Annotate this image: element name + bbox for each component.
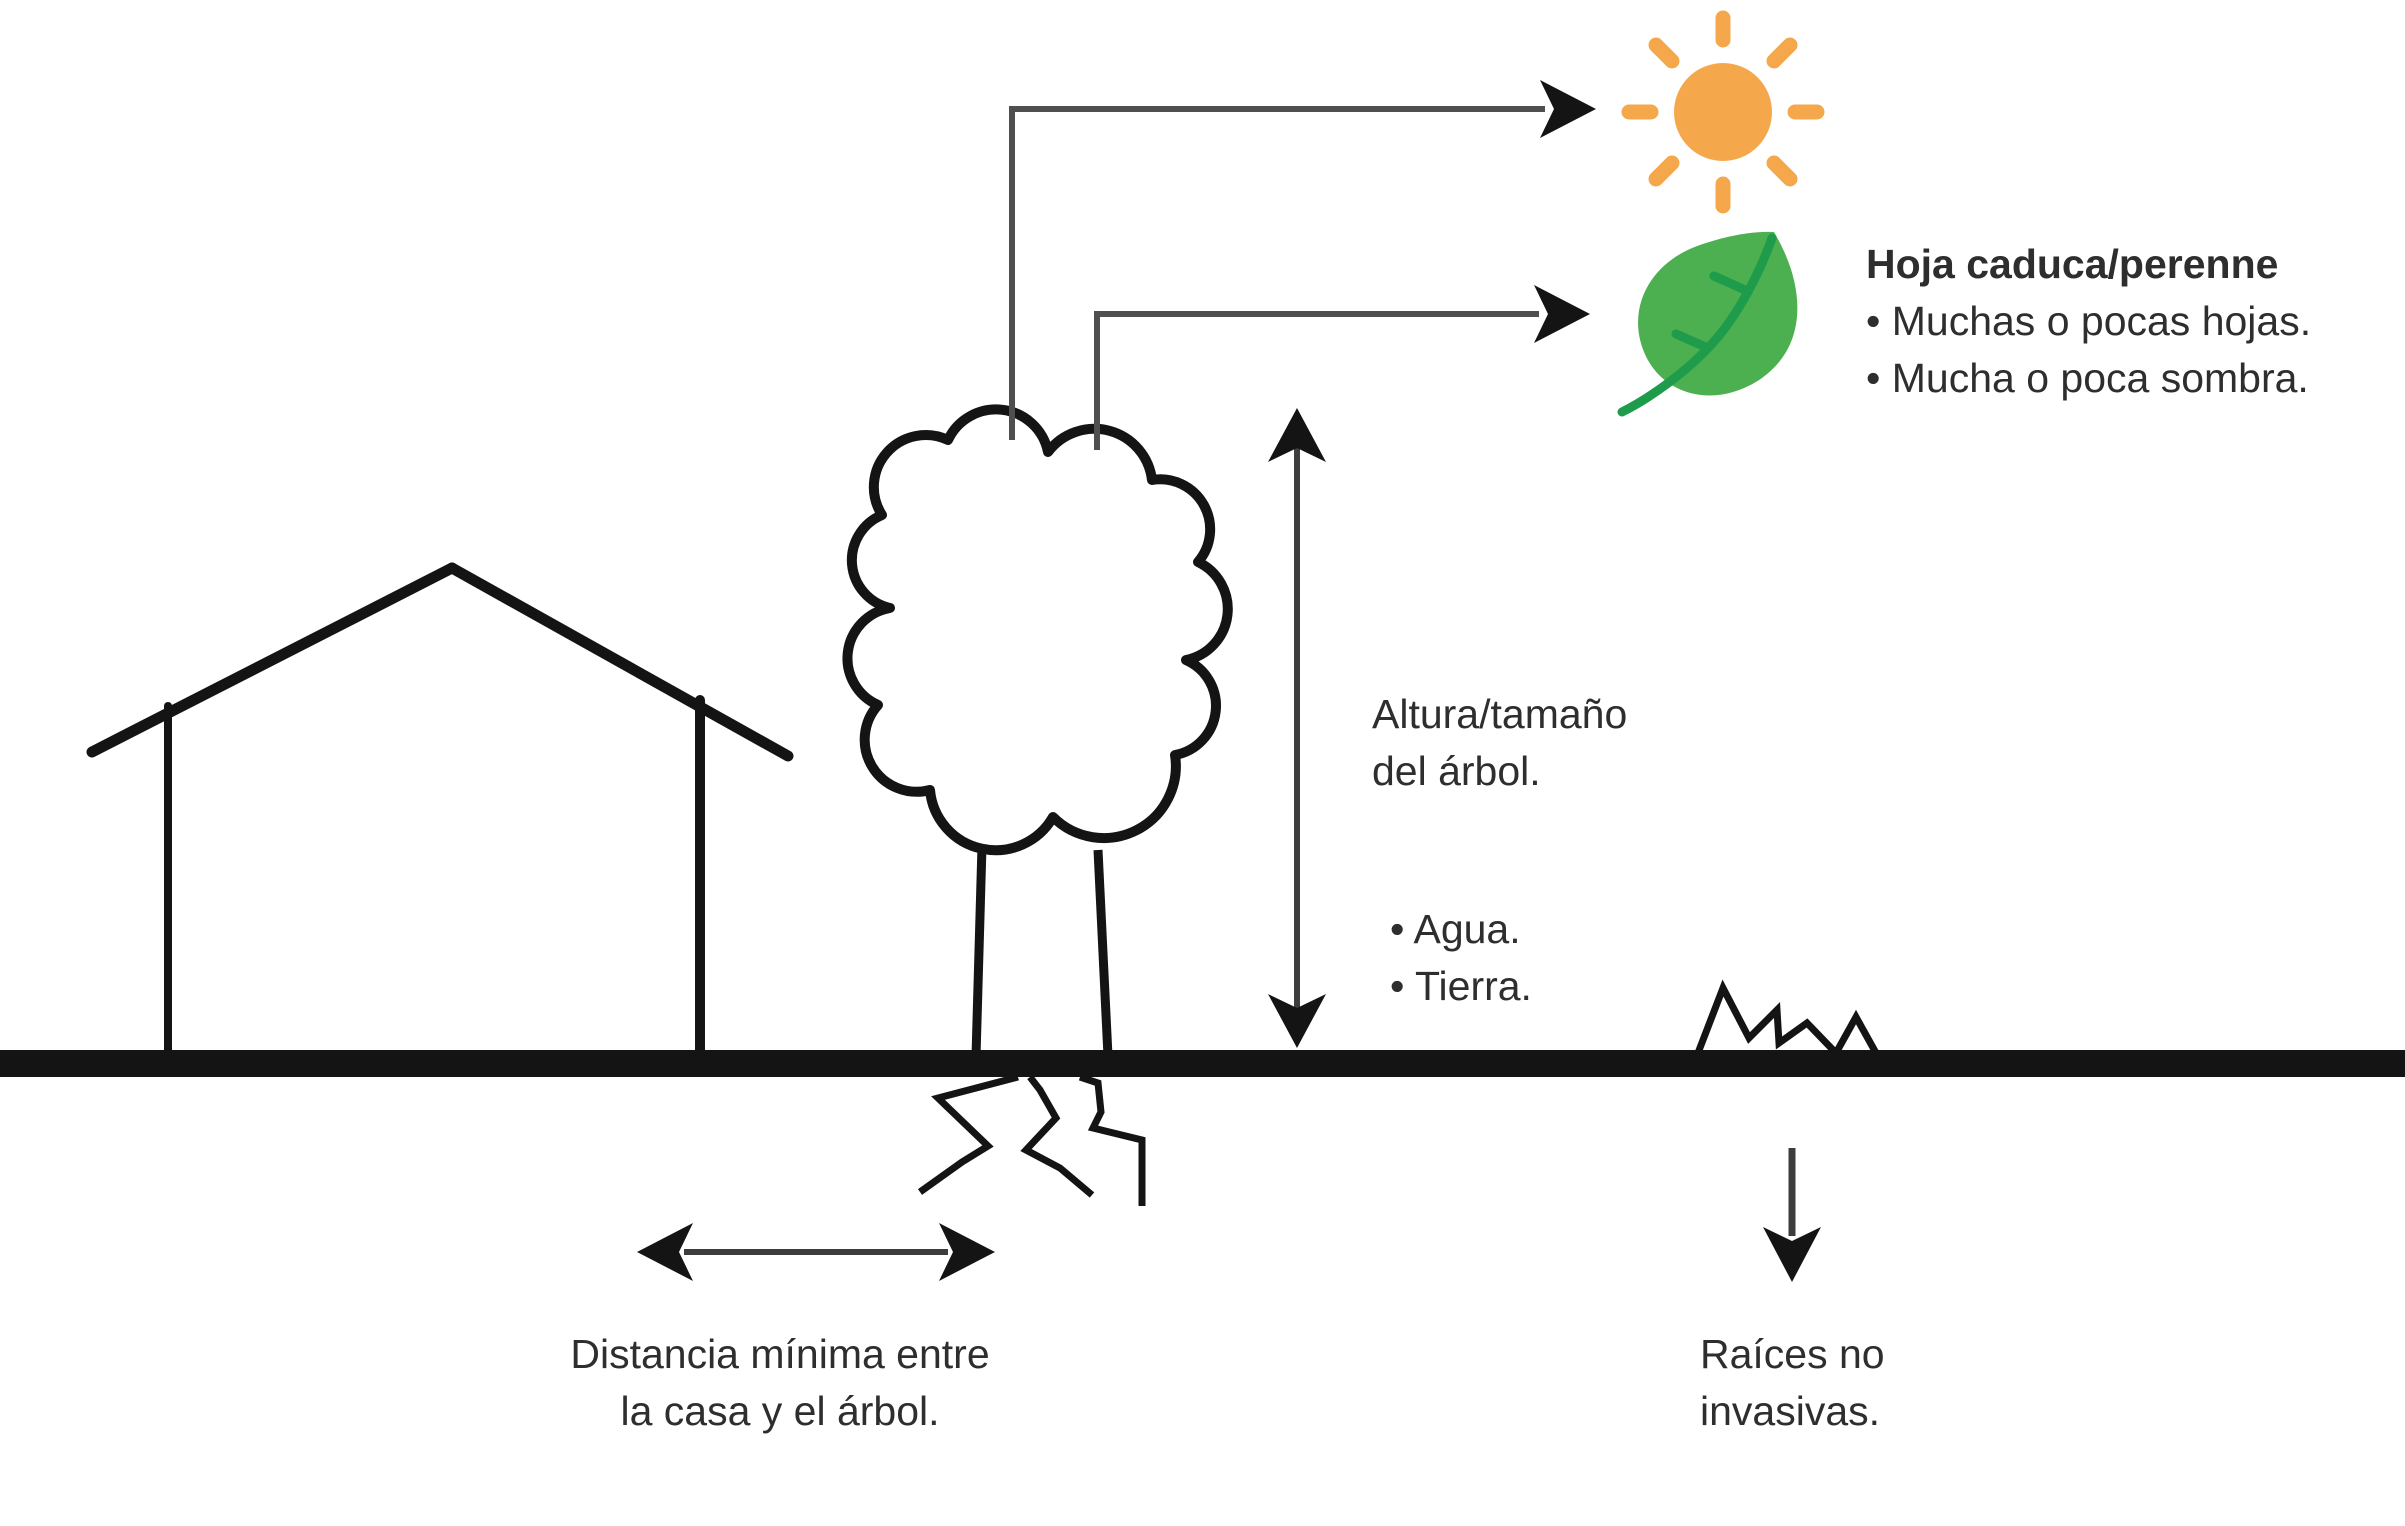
tree-trunk bbox=[971, 845, 1113, 1057]
needs-bullet-1: • Agua. bbox=[1390, 906, 1521, 952]
roots-down-arrow bbox=[1763, 1148, 1821, 1282]
grass-tuft bbox=[1694, 979, 1880, 1059]
foliage-bullet-2: • Mucha o poca sombra. bbox=[1866, 355, 2309, 401]
tree-canopy bbox=[842, 404, 1233, 856]
distance-measure-arrow bbox=[637, 1223, 995, 1281]
distance-annotation: Distancia mínima entre la casa y el árbo… bbox=[520, 1326, 1040, 1440]
arrowhead bbox=[1534, 285, 1590, 343]
arrow-to-leaf bbox=[1094, 285, 1590, 450]
arrowhead bbox=[1540, 80, 1596, 138]
arrow-to-sun bbox=[1009, 80, 1596, 440]
distance-line-1: Distancia mínima entre bbox=[570, 1331, 990, 1377]
roots-annotation: Raíces no invasivas. bbox=[1700, 1326, 1885, 1440]
ground-line bbox=[0, 1050, 2405, 1077]
roots-line-2: invasivas. bbox=[1700, 1388, 1881, 1434]
height-annotation: Altura/tamaño del árbol. bbox=[1372, 686, 1627, 800]
foliage-title: Hoja caduca/perenne bbox=[1866, 241, 2279, 287]
height-line-1: Altura/tamaño bbox=[1372, 691, 1628, 737]
sun-icon bbox=[1621, 10, 1825, 214]
height-line-2: del árbol. bbox=[1372, 748, 1541, 794]
house-outline bbox=[86, 562, 794, 1060]
foliage-bullet-1: • Muchas o pocas hojas. bbox=[1866, 298, 2312, 344]
tree-roots bbox=[917, 1073, 1146, 1206]
height-measure-arrow bbox=[1268, 408, 1326, 1048]
leaf-icon bbox=[1617, 231, 1798, 417]
foliage-annotation: Hoja caduca/perenne • Muchas o pocas hoj… bbox=[1866, 236, 2311, 407]
needs-annotation: • Agua. • Tierra. bbox=[1390, 901, 1532, 1015]
needs-bullet-2: • Tierra. bbox=[1390, 963, 1532, 1009]
roots-line-1: Raíces no bbox=[1700, 1331, 1885, 1377]
distance-line-2: la casa y el árbol. bbox=[620, 1388, 940, 1434]
